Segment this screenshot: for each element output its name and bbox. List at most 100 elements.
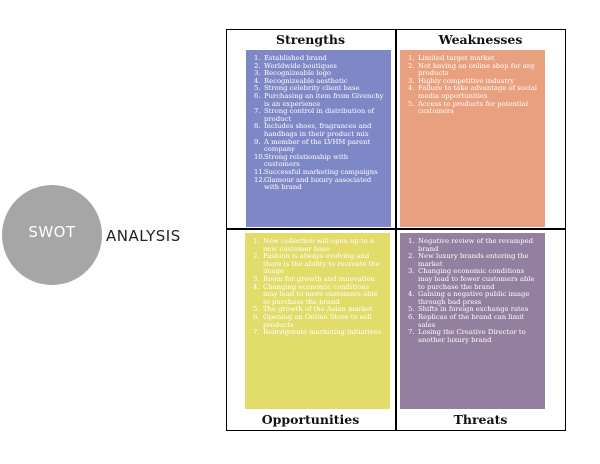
list-item-text: Strong control in distribution of produc… — [264, 107, 375, 123]
list-item: 6.Opening an Online Store to sell produc… — [253, 312, 384, 329]
list-item-text: Successful marketing campaigns — [264, 167, 378, 176]
list-item-number: 2. — [408, 252, 415, 261]
list-item: 1.Established brand — [254, 54, 385, 63]
list-item-text: Recognizeable aesthetic — [264, 76, 348, 85]
list-item-text: Replicas of the brand can limit sales — [418, 312, 525, 329]
list-item-number: 4. — [408, 290, 415, 299]
list-item-text: Worldwide boutiques — [264, 61, 337, 70]
list-item: 3.Changing economic conditions may lead … — [408, 268, 539, 291]
threats-title: Threats — [453, 412, 508, 427]
list-item: 12.Glamour and luxury associated with br… — [254, 175, 385, 192]
list-item-number: 5. — [408, 99, 415, 108]
list-item-text: Changing economic conditions may lead to… — [418, 267, 535, 291]
list-item: 11.Successful marketing campaigns — [254, 167, 385, 177]
list-item-text: Failure to take advantage of social medi… — [418, 84, 538, 100]
list-item: 4.Changing economic conditions may lead … — [253, 282, 384, 307]
list-item: 5.Access to products for potential custo… — [408, 99, 539, 116]
list-item-number: 6. — [408, 312, 415, 321]
list-item-number: 1. — [408, 54, 415, 62]
list-item: 3.Room for growth and innovation — [253, 274, 384, 284]
opportunities-list: 1.New collection will open up to a new c… — [253, 237, 384, 337]
list-item: 3.Recognizeable logo — [254, 70, 385, 78]
list-item-number: 11. — [254, 167, 265, 176]
list-item-number: 7. — [254, 107, 261, 116]
list-item: 4.Recognizeable aesthetic — [254, 76, 385, 86]
list-item: 1.Negative review of the revamped brand — [408, 237, 539, 253]
list-item-number: 7. — [408, 328, 415, 337]
list-item-text: Fashion is always evolving and there is … — [263, 252, 380, 276]
list-item-text: Established brand — [264, 54, 327, 62]
list-item-text: Limited target market — [418, 54, 495, 62]
list-item-text: Highly competitive industry — [418, 76, 515, 85]
list-item-number: 3. — [253, 274, 260, 283]
swot-circle-label: SWOT — [28, 223, 76, 241]
list-item-number: 2. — [253, 252, 260, 261]
list-item-text: Recognizeable logo — [264, 69, 332, 78]
list-item-text: New collection will open up to a new cus… — [263, 237, 374, 253]
list-item: 7.Losing the Creative Director to anothe… — [408, 328, 539, 344]
list-item-text: Strong relationship with customers — [264, 152, 349, 169]
list-item: 5.Strong celebrity client base — [254, 85, 385, 93]
list-item-number: 5. — [408, 305, 415, 314]
list-item: 4.Failure to take advantage of social me… — [408, 85, 539, 100]
list-item-text: Purchasing an item from Givenchy is an e… — [264, 91, 384, 108]
list-item: 8.Includes shoes, fragrances and handbag… — [254, 122, 385, 138]
list-item: 7.Strong control in distribution of prod… — [254, 107, 385, 123]
list-item: 6.Purchasing an item from Givenchy is an… — [254, 91, 385, 108]
list-item-number: 4. — [254, 76, 261, 85]
list-item-number: 10. — [254, 152, 265, 161]
list-item: 6.Replicas of the brand can limit sales — [408, 312, 539, 329]
list-item-number: 2. — [408, 61, 415, 70]
swot-circle: SWOT — [2, 185, 102, 285]
list-item: 5.The growth of the Asian market — [253, 306, 384, 314]
list-item: 5.Shifts in foreign exchange rates — [408, 306, 539, 314]
grid-horizontal-divider — [226, 228, 566, 230]
list-item-number: 3. — [408, 76, 415, 85]
list-item-number: 1. — [254, 54, 261, 62]
list-item: 1.Limited target market — [408, 54, 539, 63]
list-item-text: Gaining a negative public image through … — [418, 290, 530, 306]
list-item-text: New luxury brands entering the market — [418, 252, 529, 268]
list-item: 7.Reinvigorate marketing initiatives — [253, 329, 384, 337]
list-item-number: 8. — [254, 122, 261, 131]
list-item-text: Negative review of the revamped brand — [418, 237, 533, 253]
list-item-text: Access to products for potential custome… — [418, 99, 528, 116]
list-item: 3.Highly competitive industry — [408, 76, 539, 86]
list-item-number: 5. — [254, 84, 261, 93]
opportunities-title: Opportunities — [261, 412, 360, 427]
list-item: 1.New collection will open up to a new c… — [253, 237, 384, 253]
list-item-text: Strong celebrity client base — [264, 84, 360, 93]
list-item: 2.Fashion is always evolving and there i… — [253, 252, 384, 276]
list-item-number: 3. — [408, 267, 415, 276]
list-item-number: 6. — [254, 91, 261, 100]
list-item: 2.Worldwide boutiques — [254, 61, 385, 71]
list-item: 4.Gaining a negative public image throug… — [408, 290, 539, 306]
list-item-text: The growth of the Asian market — [263, 305, 373, 314]
opportunities-box: 1.New collection will open up to a new c… — [245, 233, 390, 409]
list-item: 10.Strong relationship with customers — [254, 152, 385, 169]
list-item-number: 12. — [254, 175, 265, 184]
list-item-number: 9. — [254, 137, 261, 146]
list-item-number: 1. — [253, 237, 260, 245]
list-item-number: 4. — [253, 282, 260, 291]
list-item-text: Changing economic conditions may lead to… — [263, 282, 378, 306]
list-item: 9.A member of the LVHM parent company — [254, 137, 385, 154]
list-item-number: 5. — [253, 305, 260, 314]
list-item-text: Opening an Online Store to sell products — [263, 312, 372, 329]
list-item-text: Losing the Creative Director to another … — [418, 328, 526, 344]
analysis-label: ANALYSIS — [106, 227, 181, 245]
list-item-text: A member of the LVHM parent company — [264, 137, 371, 154]
list-item-number: 7. — [253, 328, 260, 337]
list-item-number: 1. — [408, 237, 415, 245]
list-item-text: Not having an online shop for any produc… — [418, 61, 535, 78]
list-item-text: Reinvigorate marketing initiatives — [263, 328, 381, 337]
list-item-number: 4. — [408, 84, 415, 93]
list-item-number: 2. — [254, 61, 261, 70]
list-item: 2.Not having an online shop for any prod… — [408, 61, 539, 78]
list-item-number: 3. — [254, 69, 261, 78]
